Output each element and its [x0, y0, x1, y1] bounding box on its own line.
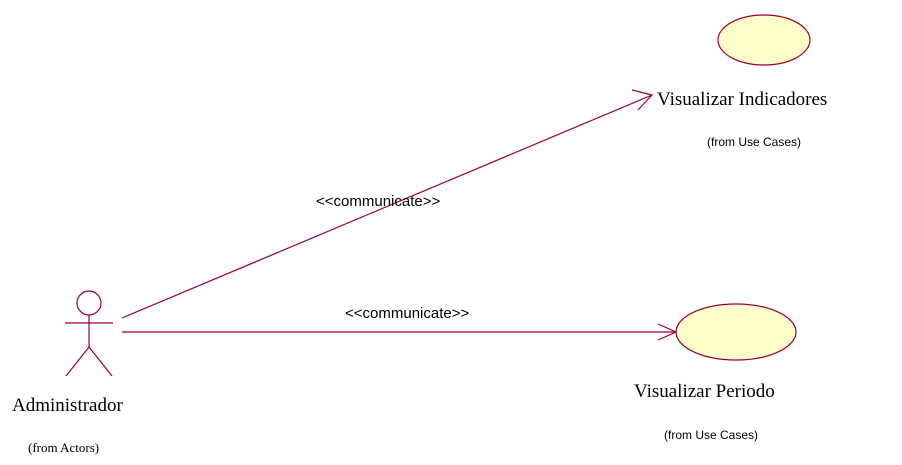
actor-package: (from Actors): [28, 440, 100, 455]
use-case-name-periodo: Visualizar Periodo: [634, 381, 775, 402]
use-case-package-indicadores: (from Use Cases): [707, 135, 802, 149]
association-line-indicadores[interactable]: [121, 94, 653, 319]
use-case-name-indicadores: Visualizar Indicadores: [657, 89, 828, 110]
stereotype-label-indicadores: <<communicate>>: [316, 193, 441, 210]
use-case-package-periodo: (from Use Cases): [664, 428, 759, 442]
use-case-ellipse-indicadores[interactable]: [717, 14, 811, 66]
actor-icon[interactable]: [65, 290, 113, 377]
arrowhead-indicadores: [631, 89, 654, 111]
actor-name: Administrador: [12, 395, 123, 416]
use-case-ellipse-periodo[interactable]: [675, 303, 797, 361]
stereotype-label-periodo: <<communicate>>: [345, 305, 470, 322]
